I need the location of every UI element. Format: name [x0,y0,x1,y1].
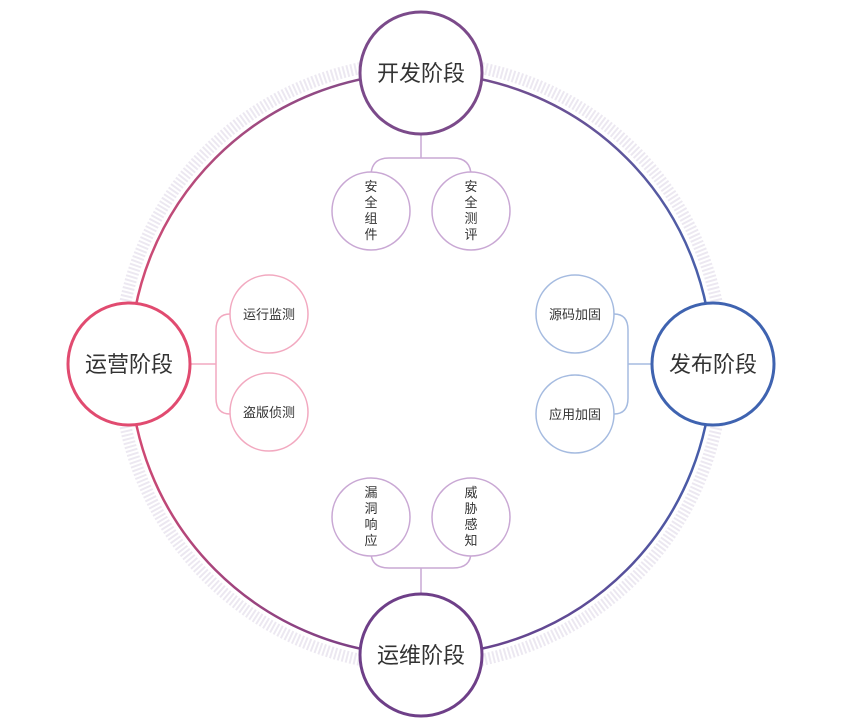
svg-text:应用加固: 应用加固 [549,407,601,423]
svg-text:测: 测 [464,212,477,227]
operate-connector [190,313,231,415]
ring-arc-release-to-maintain [420,363,714,657]
svg-text:开发阶段: 开发阶段 [377,62,465,87]
release-connector [613,313,652,415]
sub-node-piracy-detection[interactable]: 盗版侦测 [229,372,309,452]
stage-node-maintain[interactable]: 运维阶段 [358,592,484,718]
svg-text:全: 全 [364,195,377,211]
svg-text:安: 安 [464,180,477,195]
dev-connector [370,134,472,177]
svg-text:响: 响 [364,517,377,533]
sub-node-threat-awareness[interactable]: 威 胁 感 知 [431,477,511,557]
sub-node-runtime-monitoring[interactable]: 运行监测 [229,274,309,354]
stage-node-dev[interactable]: 开发阶段 [358,10,484,136]
maintain-connector [370,551,472,594]
ring-arc-operate-to-dev [128,71,422,365]
svg-text:源码加固: 源码加固 [549,308,601,323]
svg-text:盗版侦测: 盗版侦测 [243,405,295,421]
svg-text:漏: 漏 [364,485,377,501]
sub-node-vuln-response[interactable]: 漏 洞 响 应 [331,477,411,557]
sub-node-security-assessment[interactable]: 安 全 测 评 [431,171,511,251]
svg-text:洞: 洞 [364,502,377,517]
ring-arc-dev-to-release [420,71,714,365]
svg-text:运行监测: 运行监测 [243,308,295,323]
svg-text:发布阶段: 发布阶段 [669,353,757,378]
svg-text:知: 知 [464,533,477,549]
ring-arc-maintain-to-operate [128,363,422,657]
sub-node-security-components[interactable]: 安 全 组 件 [331,171,411,251]
svg-text:运营阶段: 运营阶段 [85,353,173,378]
svg-text:安: 安 [364,180,377,195]
svg-text:运维阶段: 运维阶段 [377,644,465,669]
svg-text:胁: 胁 [464,502,477,517]
svg-text:威: 威 [464,486,477,501]
svg-text:应: 应 [364,533,377,549]
svg-text:组: 组 [364,212,377,227]
stage-node-release[interactable]: 发布阶段 [650,301,776,427]
svg-text:感: 感 [464,517,477,533]
sub-node-source-hardening[interactable]: 源码加固 [535,274,615,354]
stage-node-operate[interactable]: 运营阶段 [66,301,192,427]
svg-text:全: 全 [464,195,477,211]
svg-text:评: 评 [464,228,477,243]
svg-text:件: 件 [364,228,377,243]
sub-node-app-hardening[interactable]: 应用加固 [535,374,615,454]
